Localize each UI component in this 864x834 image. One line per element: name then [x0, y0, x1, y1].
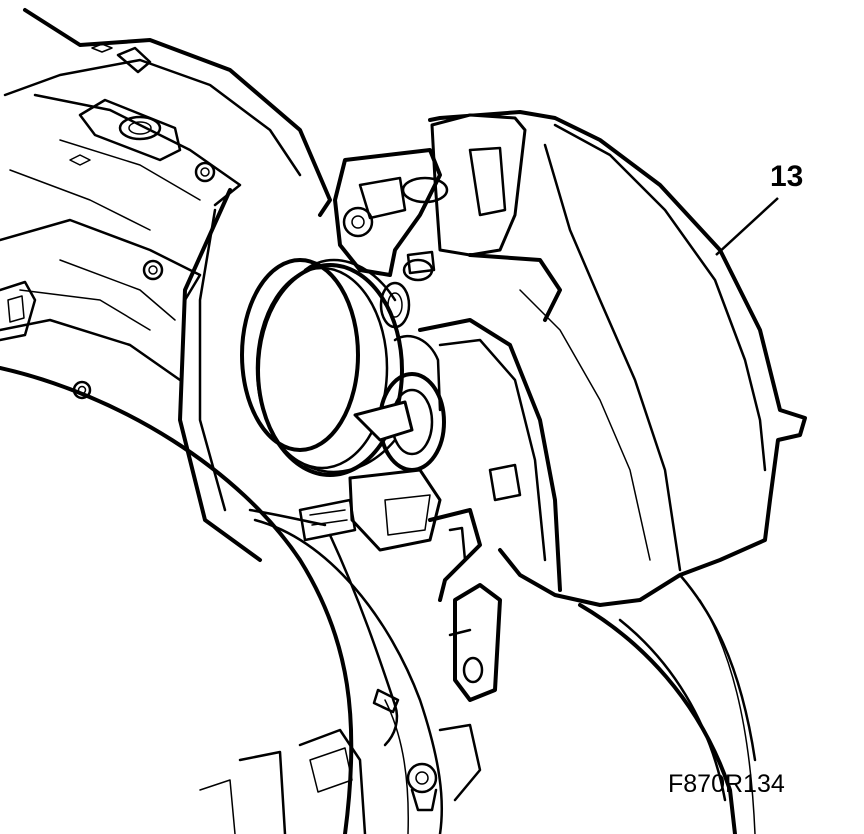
headlamp-housing [240, 110, 807, 702]
wheel-arch-liner [0, 366, 444, 834]
fender-edge [578, 573, 757, 834]
body-structure [0, 8, 332, 562]
lower-bracket [199, 723, 482, 834]
figure-code: F870R134 [668, 770, 785, 798]
callout-number: 13 [770, 160, 803, 193]
callout-leader-line [715, 197, 779, 256]
